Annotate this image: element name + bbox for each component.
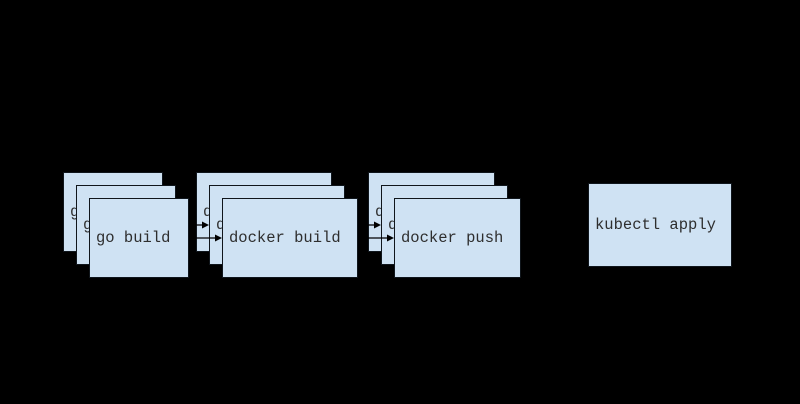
go-build-box-front: go build <box>89 198 189 278</box>
arrowhead <box>215 234 222 242</box>
edge-docker-build-to-docker-push-front <box>358 234 394 242</box>
arrowhead <box>374 221 381 229</box>
node-label: kubectl apply <box>595 216 716 234</box>
node-label: docker build <box>229 229 341 247</box>
kubectl-apply-box: kubectl apply <box>588 183 732 267</box>
arrowhead <box>387 234 394 242</box>
edge-go-build-to-docker-build-front <box>189 234 222 242</box>
stack-docker-push: docker push docker push docker push <box>368 172 521 278</box>
stack-go-build: go build go build go build <box>63 172 189 278</box>
docker-build-box-front: docker build <box>222 198 358 278</box>
docker-push-box-front: docker push <box>394 198 521 278</box>
node-label: docker push <box>401 229 504 247</box>
node-label: go build <box>96 229 171 247</box>
arrowhead <box>202 221 209 229</box>
stack-docker-build: docker build docker build docker build <box>196 172 358 278</box>
